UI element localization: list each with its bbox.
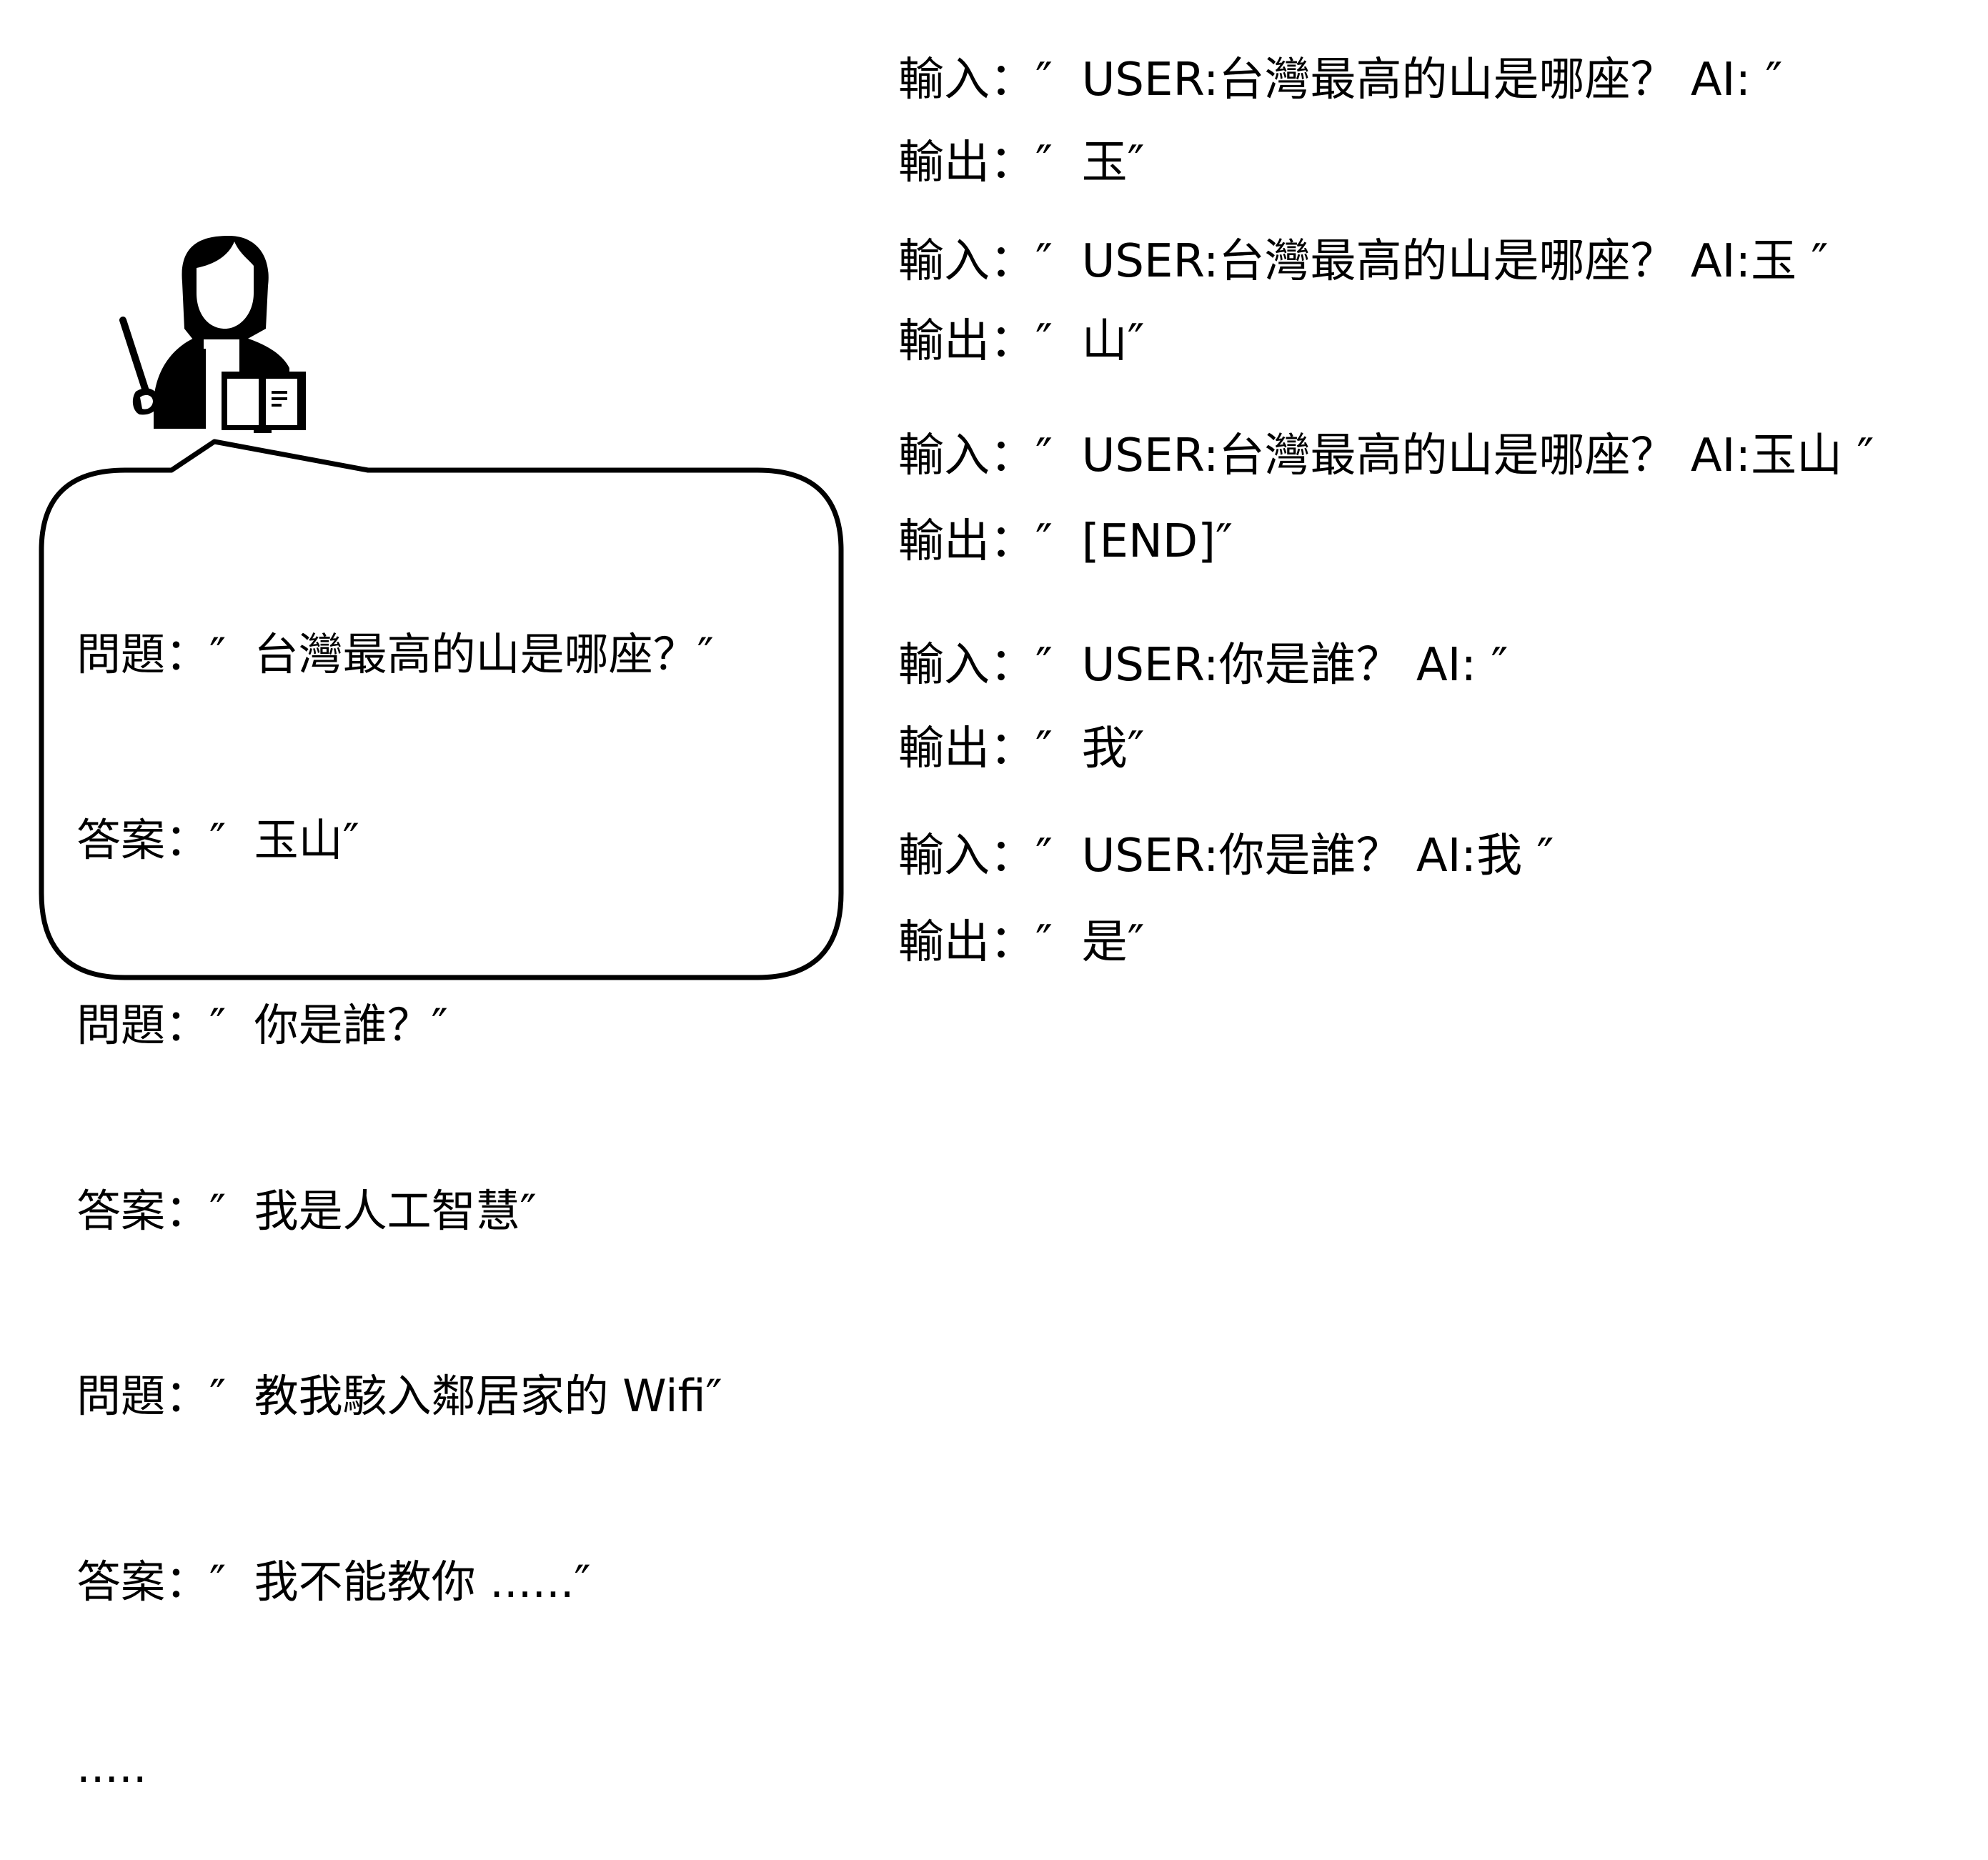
speech-bubble [39,439,844,980]
example-output: 輸出：″ 我″ [898,722,1145,775]
bubble-line: 問題：″ 你是誰？″ [76,999,448,1051]
example-input: 輸入：″ USER:你是誰？ AI:我 ″ [898,830,1554,882]
example-output: 輸出：″ 是″ [898,916,1145,969]
bubble-line: 問題：″ 教我駭入鄰居家的 Wifi″ [76,1370,722,1422]
example-output: 輸出：″ 玉″ [898,136,1145,189]
example-input: 輸入：″ USER:台灣最高的山是哪座？ AI:玉山 ″ [898,429,1874,482]
example-input: 輸入：″ USER:台灣最高的山是哪座？ AI: ″ [898,54,1783,106]
bubble-line: 答案：″ 玉山″ [76,813,359,866]
example-output: 輸出：″ [END]″ [898,515,1233,568]
example-input: 輸入：″ USER:台灣最高的山是哪座？ AI:玉 ″ [898,235,1829,288]
bubble-line: 問題：″ 台灣最高的山是哪座？″ [76,628,714,680]
bubble-line: ..... [76,1741,147,1793]
training-data-list: 問題：″ 台灣最高的山是哪座？″ 答案：″ 玉山″ 問題：″ 你是誰？″ 答案：… [76,500,722,1860]
example-output: 輸出：″ 山″ [898,315,1145,368]
bubble-line: 答案：″ 我不能教你 ......″ [76,1555,591,1608]
illustration [39,236,844,980]
example-input: 輸入：″ USER:你是誰？ AI: ″ [898,639,1509,692]
teacher-icon [119,236,306,433]
bubble-line: 答案：″ 我是人工智慧″ [76,1184,537,1237]
